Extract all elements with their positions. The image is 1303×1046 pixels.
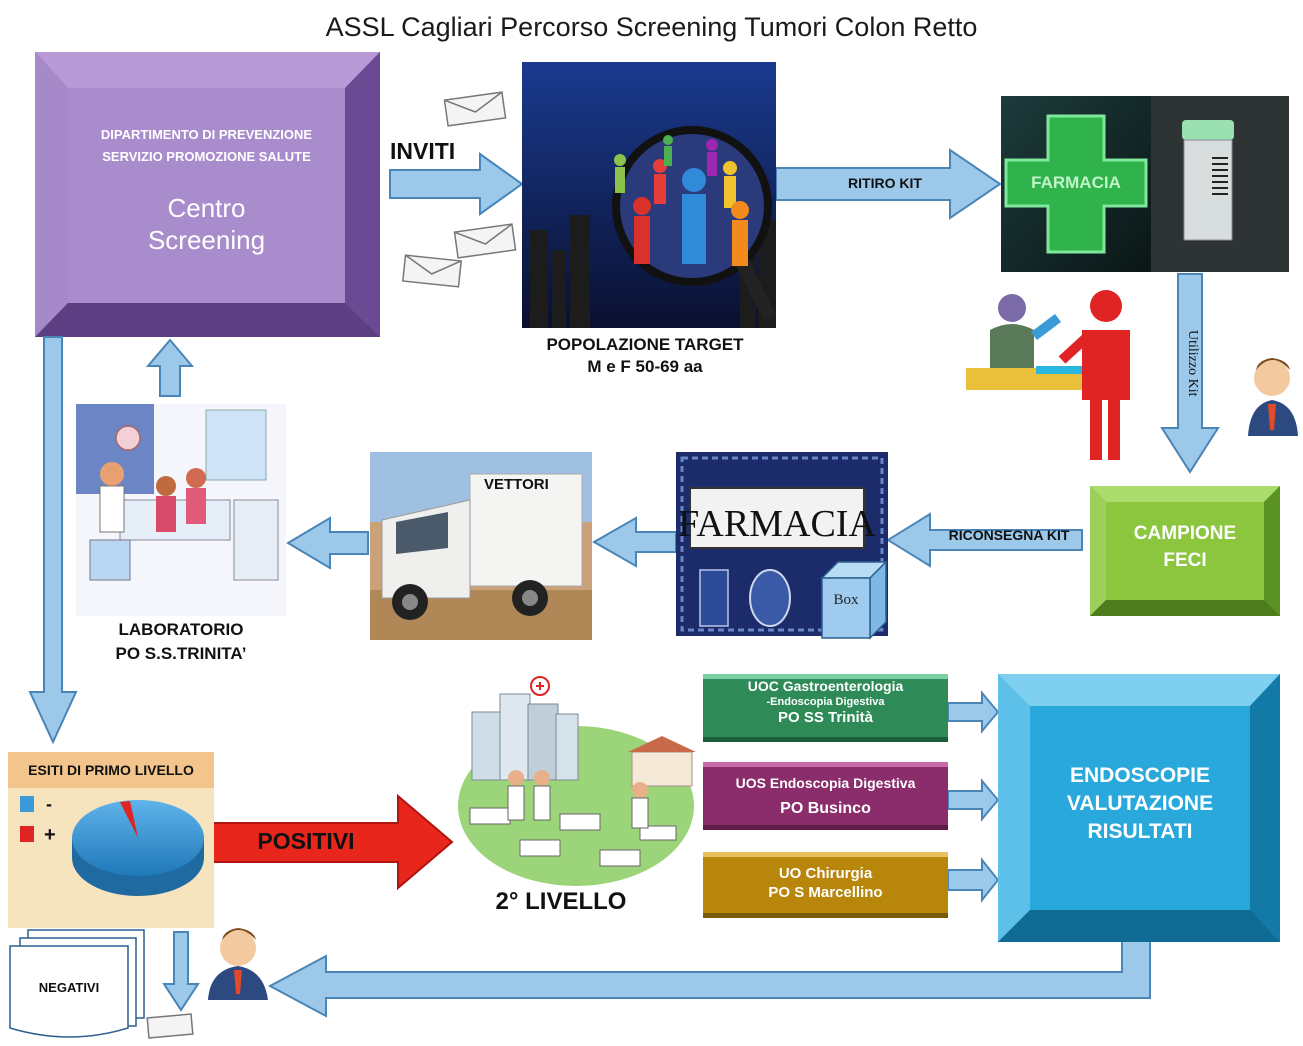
popolazione-line-1: POPOLAZIONE TARGET <box>546 335 744 354</box>
legend-positive: + <box>44 824 56 846</box>
page-title: ASSL Cagliari Percorso Screening Tumori … <box>325 12 978 42</box>
truck-icon <box>370 452 592 640</box>
centro-screening-label: Centro Screening <box>68 192 345 256</box>
counter-people-icon <box>966 290 1130 460</box>
lab-to-centro-arrow <box>145 338 195 397</box>
endoscopie-line-2: VALUTAZIONE <box>1066 792 1214 815</box>
businessman-icon <box>1248 358 1298 436</box>
utilizzo-kit-arrow <box>1160 273 1220 474</box>
uo-box <box>703 852 948 918</box>
campione-line-2: FECI <box>1163 550 1207 571</box>
centro-screening-box <box>35 52 380 337</box>
riconsegna-kit-arrow <box>886 512 1083 568</box>
uos-box <box>703 762 948 830</box>
farmacia-tile-text: FARMACIA <box>678 503 876 545</box>
laboratorio-line-1: LABORATORIO <box>118 620 244 639</box>
utilizzo-kit-label: Utilizzo Kit <box>1185 330 1200 397</box>
envelope-icon <box>146 91 517 1039</box>
endoscopie-box <box>998 674 1280 942</box>
campione-feci-box <box>1090 486 1280 616</box>
uoc-line-1: UOC Gastroenterologia <box>747 678 904 694</box>
vettori-label: VETTORI <box>484 476 549 493</box>
negativi-label: NEGATIVI <box>38 980 100 995</box>
businessman-icon <box>208 928 268 1000</box>
pharmacy-cross-icon <box>1001 96 1151 272</box>
inviti-arrow <box>389 152 524 216</box>
legend-negative: - <box>46 794 52 814</box>
uo-label: UO Chirurgia PO S Marcellino <box>703 864 948 902</box>
uoc-label: UOC Gastroenterologia -Endoscopia Digest… <box>703 678 948 726</box>
ritiro-kit-label: RITIRO KIT <box>848 175 922 191</box>
documents-icon <box>9 929 145 1038</box>
uo-line-1: UO Chirurgia <box>778 865 873 882</box>
campione-feci-label: CAMPIONE FECI <box>1106 520 1264 574</box>
endoscopie-line-1: ENDOSCOPIE <box>1069 764 1211 787</box>
endoscopie-label: ENDOSCOPIE VALUTAZIONE RISULTATI <box>1030 762 1250 846</box>
uoc-line-3: PO SS Trinità <box>777 709 874 726</box>
farmacia-to-truck-arrow <box>591 516 677 568</box>
truck-to-lab-arrow <box>286 516 369 570</box>
uoc-arrow <box>947 690 1000 734</box>
box-label: Box <box>833 592 859 608</box>
uoc-box <box>703 674 948 742</box>
inviti-label: INVITI <box>390 138 456 164</box>
dept-line-2: SERVIZIO PROMOZIONE SALUTE <box>102 149 311 164</box>
test-tube-icon <box>1151 96 1289 272</box>
uos-line-1: UOS Endoscopia Digestiva <box>735 775 916 791</box>
hospital-icon <box>458 676 696 886</box>
centro-line-1: Centro <box>167 193 246 223</box>
riconsegna-kit-label: RICONSEGNA KIT <box>948 527 1070 543</box>
laboratorio-label: LABORATORIO PO S.S.TRINITA’ <box>76 618 286 666</box>
ritiro-kit-arrow <box>775 148 1002 220</box>
centro-to-esiti-arrow <box>28 336 78 745</box>
centro-line-2: Screening <box>147 225 266 255</box>
negativi-down-arrow <box>162 931 200 1012</box>
farmacia-sign-text: FARMACIA <box>1031 173 1121 192</box>
uo-arrow <box>947 857 1000 903</box>
dept-line-1: DIPARTIMENTO DI PREVENZIONE <box>100 127 313 142</box>
popolazione-label: POPOLAZIONE TARGET M e F 50-69 aa <box>520 334 770 378</box>
uos-arrow <box>947 778 1000 822</box>
people-magnifier-icon <box>522 62 777 328</box>
popolazione-line-2: M e F 50-69 aa <box>587 357 703 376</box>
endoscopie-line-3: RISULTATI <box>1087 820 1193 843</box>
uos-label: UOS Endoscopia Digestiva PO Businco <box>703 770 948 822</box>
laboratorio-line-2: PO S.S.TRINITA’ <box>115 644 247 663</box>
campione-line-1: CAMPIONE <box>1133 523 1237 544</box>
secondo-livello-label: 2° LIVELLO <box>495 888 627 915</box>
uoc-line-2: -Endoscopia Digestiva <box>766 696 885 708</box>
uo-line-2: PO S Marcellino <box>768 884 883 901</box>
positivi-label: POSITIVI <box>257 828 355 854</box>
uos-line-2: PO Businco <box>780 800 871 817</box>
box-icon <box>820 560 888 640</box>
dept-label: DIPARTIMENTO DI PREVENZIONE SERVIZIO PRO… <box>68 124 345 168</box>
return-arrow <box>267 939 1151 1018</box>
esiti-header: ESITI DI PRIMO LIVELLO <box>28 762 194 778</box>
laboratory-icon <box>76 404 286 616</box>
pie-chart-icon <box>72 800 204 896</box>
positivi-arrow <box>205 793 454 891</box>
